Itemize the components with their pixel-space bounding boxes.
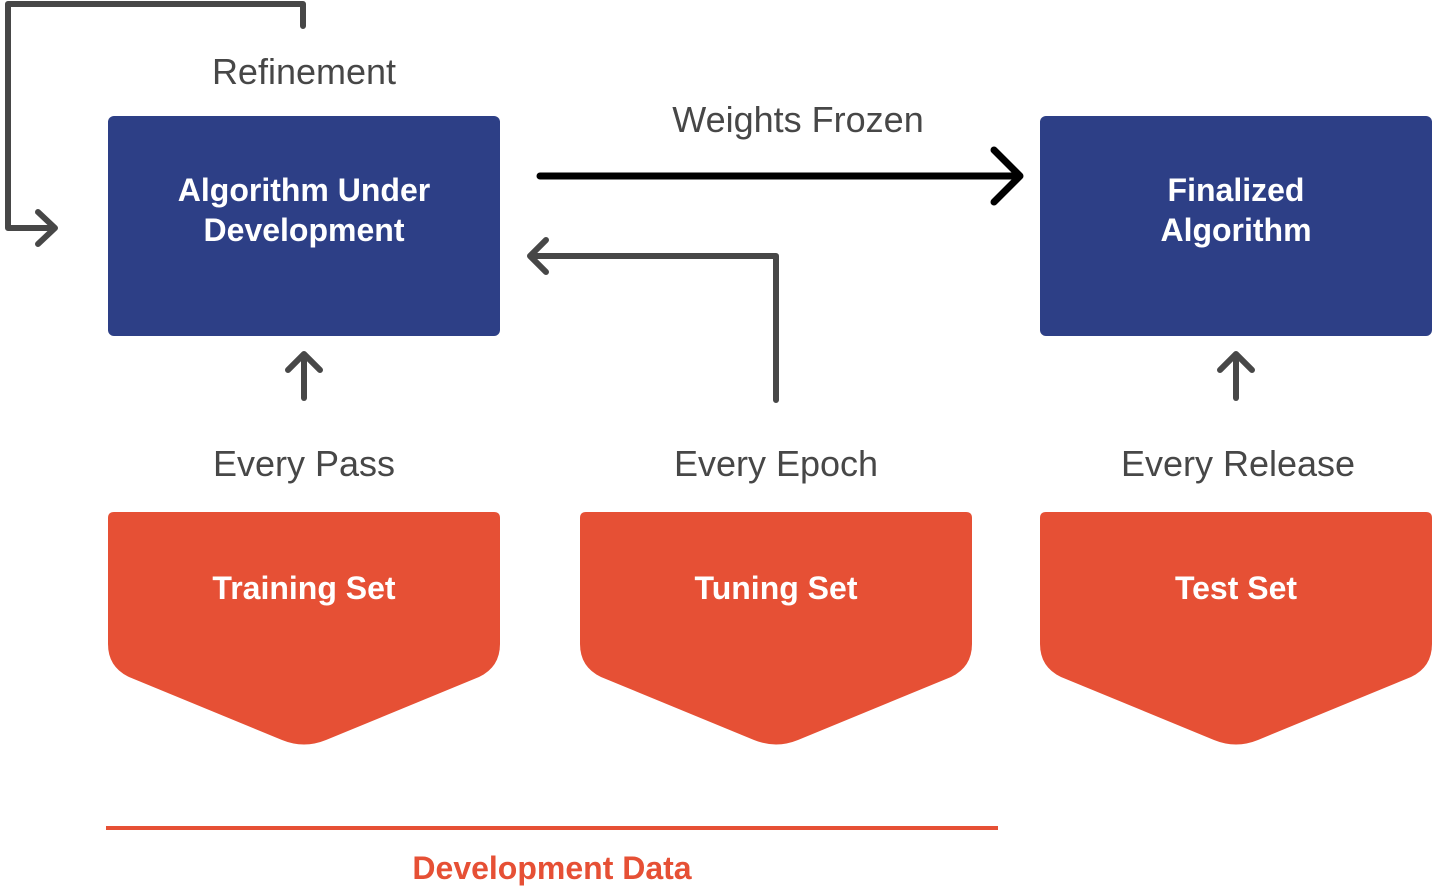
weights-frozen-arrow [536, 146, 1024, 206]
tuning-set-shape: Tuning Set [580, 512, 972, 748]
every-release-up-arrow [1217, 351, 1255, 401]
refinement-loop-arrow [5, 1, 306, 247]
training-set-shape: Training Set [108, 512, 500, 748]
finalized-algorithm-box: Finalized Algorithm [1040, 116, 1432, 336]
test-set-shape: Test Set [1040, 512, 1432, 748]
tuning-feedback-arrow [527, 237, 779, 403]
every-pass-label: Every Pass [212, 443, 396, 484]
development-data-label: Development Data [412, 850, 692, 886]
every-epoch-label: Every Epoch [673, 443, 879, 484]
refinement-label: Refinement [211, 51, 397, 92]
test-set-label: Test Set [1174, 570, 1298, 606]
every-pass-up-arrow [285, 351, 323, 401]
finalized-algorithm-line-2: Algorithm [1160, 212, 1312, 248]
training-set-label: Training Set [212, 570, 396, 606]
finalized-algorithm-line-1: Finalized [1167, 172, 1305, 208]
development-data-divider [106, 826, 998, 830]
every-release-label: Every Release [1120, 443, 1356, 484]
algorithm-under-development-line-2: Development [203, 212, 405, 248]
algorithm-under-development-box: Algorithm Under Development [108, 116, 500, 336]
weights-frozen-label: Weights Frozen [672, 99, 924, 140]
algorithm-under-development-line-1: Algorithm Under [177, 172, 431, 208]
tuning-set-label: Tuning Set [694, 570, 858, 606]
